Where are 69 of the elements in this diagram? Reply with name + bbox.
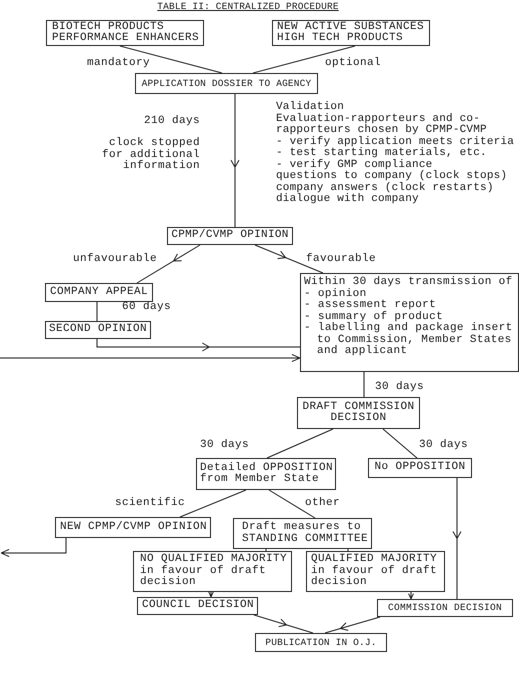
step-text: QUALIFIED MAJORITY in favour of draft decision	[311, 554, 438, 589]
process-box	[300, 273, 519, 372]
process-box	[306, 551, 445, 592]
process-box	[368, 458, 472, 478]
step-text: Within 30 days transmission of	[304, 277, 514, 288]
connector-line	[382, 428, 418, 458]
note-text: - verify GMP compliance	[276, 160, 432, 170]
process-box	[46, 20, 204, 46]
connector-line	[252, 46, 356, 74]
edge-label: optional	[325, 57, 382, 69]
step-text: CPMP/CVMP OPINION	[170, 230, 290, 242]
arrow	[408, 592, 414, 600]
step-text: NO QUALIFIED MAJORITY in favour of draft decision	[140, 554, 288, 589]
process-box	[272, 20, 430, 46]
note-text: - test starting materials, etc.	[276, 148, 488, 159]
arrow	[0, 354, 300, 362]
note-text: questions to company (clock stops)	[276, 171, 508, 182]
step-text: BIOTECH PRODUCTS	[52, 22, 166, 32]
connector-line	[120, 46, 222, 74]
step-text: No OPPOSITION	[373, 462, 466, 474]
process-box	[377, 599, 513, 617]
note-text: Validation	[276, 102, 346, 113]
step-text: DRAFT COMMISSION DECISION	[301, 402, 416, 424]
edge-label: 30 days	[200, 439, 250, 451]
step-text: APPLICATION DOSSIER TO AGENCY	[140, 78, 312, 90]
process-box	[133, 551, 292, 592]
arrow	[208, 591, 214, 598]
step-text: NEW CPMP/CVMP OPINION	[60, 522, 208, 534]
step-text: NEW ACTIVE SUBSTANCES	[277, 22, 426, 32]
process-box	[167, 227, 293, 245]
step-text: SECOND OPINION	[48, 324, 148, 336]
edge-label: 30 days	[375, 381, 424, 393]
step-text: - summary of product	[304, 312, 444, 322]
connector-line	[96, 302, 98, 322]
process-box	[45, 283, 153, 302]
process-box	[233, 518, 372, 549]
arrow	[0, 538, 66, 558]
step-text: Draft measures to STANDING COMMITTEE	[242, 522, 370, 545]
edge-label: 60 days	[122, 301, 172, 313]
step-text: PUBLICATION IN O.J.	[264, 636, 378, 648]
connector-line	[266, 428, 334, 458]
note-text: dialogue with company	[276, 194, 420, 206]
step-text: COMPANY APPEAL	[48, 286, 149, 298]
connector-line	[180, 490, 246, 518]
edge-label: mandatory	[87, 57, 150, 69]
step-text: COMMISSION DECISION	[386, 602, 504, 614]
step-text: PERFORMANCE ENHANCERS	[52, 33, 200, 44]
process-box	[297, 397, 420, 429]
connector-line	[268, 490, 316, 518]
note-text: clock stopped for additional information	[100, 138, 200, 172]
process-box	[55, 517, 211, 538]
process-box	[135, 73, 318, 94]
process-box	[45, 321, 151, 339]
process-box	[137, 597, 258, 615]
edge-label: 210 days	[144, 115, 200, 127]
note-text: Evaluation-rapporteurs and co-rapporteurs chosen by CPMP-CVMP	[276, 114, 488, 136]
step-text: - opinion	[304, 288, 368, 300]
step-text: to Commission, Member States and applicant	[317, 334, 513, 358]
step-text: HIGH TECH PRODUCTS	[277, 33, 404, 44]
note-text: company answers (clock restarts)	[276, 182, 495, 194]
edge-label: 30 days	[419, 439, 468, 451]
step-text: COUNCIL DECISION	[142, 600, 256, 612]
process-box	[196, 458, 336, 490]
title: TABLE II: CENTRALIZED PROCEDURE	[157, 1, 339, 12]
step-text: - assessment report	[304, 300, 438, 311]
step-text: - labelling and package insert	[304, 323, 514, 334]
process-box	[255, 633, 387, 652]
note-text: - verify application meets criteria	[276, 136, 516, 148]
step-text: Detailed OPPOSITION from Member State	[200, 462, 334, 486]
